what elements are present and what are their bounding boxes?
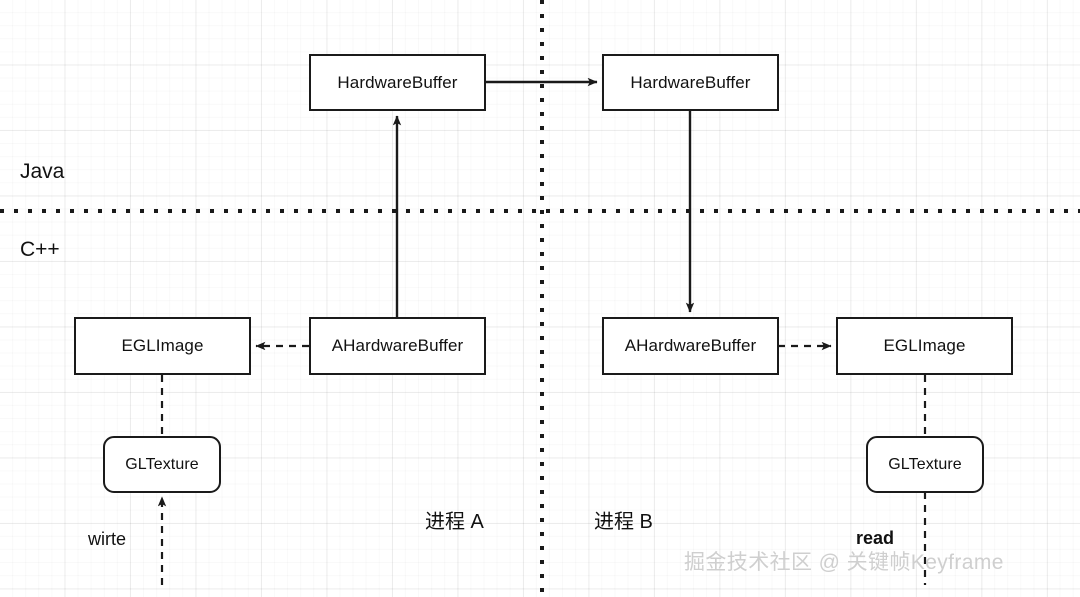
edge-label-read-text: read bbox=[856, 528, 895, 548]
edge-label-read: read bbox=[856, 529, 894, 547]
lane-label-cpp: C++ bbox=[20, 239, 60, 260]
node-gltexture-b-label: GLTexture bbox=[888, 455, 962, 473]
node-ahardwarebuffer-a[interactable]: AHardwareBuffer bbox=[309, 317, 486, 375]
node-eglimage-a-label: EGLImage bbox=[121, 336, 204, 355]
node-hardwarebuffer-a[interactable]: HardwareBuffer bbox=[309, 54, 486, 111]
edge-label-write-text: wirte bbox=[88, 529, 127, 549]
lane-label-java-text: Java bbox=[20, 160, 65, 183]
node-gltexture-a-label: GLTexture bbox=[125, 455, 199, 473]
process-label-a-text: 进程 A bbox=[425, 511, 484, 533]
node-ahardwarebuffer-a-label: AHardwareBuffer bbox=[331, 336, 464, 355]
watermark-text: 掘金技术社区 @ 关键帧Keyframe bbox=[684, 551, 1004, 574]
node-eglimage-b-label: EGLImage bbox=[883, 336, 966, 355]
node-eglimage-a[interactable]: EGLImage bbox=[74, 317, 251, 375]
watermark: 掘金技术社区 @ 关键帧Keyframe bbox=[684, 552, 1004, 573]
process-label-b: 进程 B bbox=[594, 512, 653, 532]
node-hardwarebuffer-b[interactable]: HardwareBuffer bbox=[602, 54, 779, 111]
node-eglimage-b[interactable]: EGLImage bbox=[836, 317, 1013, 375]
lane-label-java: Java bbox=[20, 161, 64, 182]
lane-label-cpp-text: C++ bbox=[20, 238, 60, 261]
process-label-b-text: 进程 B bbox=[594, 511, 653, 533]
edge-label-write: wirte bbox=[88, 530, 126, 548]
node-ahardwarebuffer-b[interactable]: AHardwareBuffer bbox=[602, 317, 779, 375]
node-hardwarebuffer-a-label: HardwareBuffer bbox=[337, 72, 458, 92]
node-gltexture-b[interactable]: GLTexture bbox=[866, 436, 984, 493]
process-label-a: 进程 A bbox=[425, 512, 484, 532]
node-gltexture-a[interactable]: GLTexture bbox=[103, 436, 221, 493]
node-ahardwarebuffer-b-label: AHardwareBuffer bbox=[624, 336, 757, 355]
node-hardwarebuffer-b-label: HardwareBuffer bbox=[630, 72, 751, 92]
